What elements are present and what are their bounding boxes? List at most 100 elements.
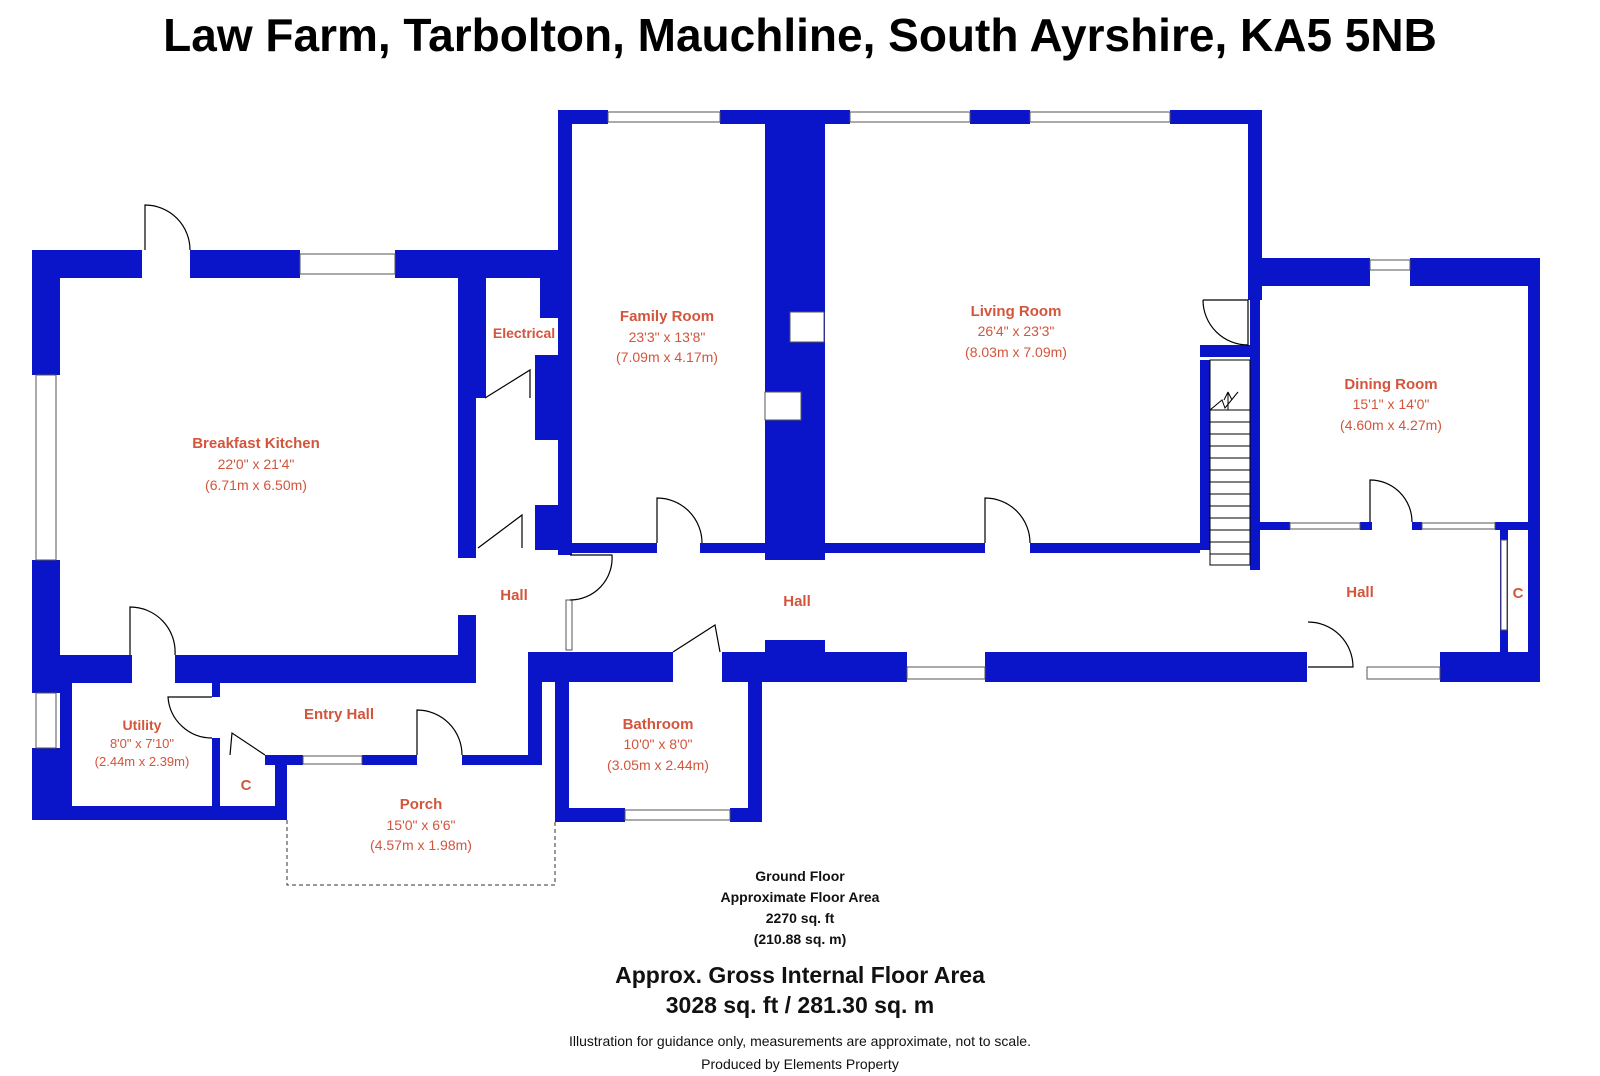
door (167, 696, 213, 739)
wall (175, 655, 475, 683)
wall (32, 250, 60, 375)
window (1500, 539, 1508, 631)
wall (765, 640, 825, 654)
wall (985, 652, 1307, 682)
wall (32, 655, 132, 683)
wall (1248, 110, 1262, 300)
staircase (1209, 359, 1251, 566)
windows (35, 111, 1508, 821)
room-name: Hall (1346, 584, 1374, 601)
room-name: Living Room (971, 303, 1062, 320)
gross-area-value: 3028 sq. ft / 281.30 sq. m (665, 992, 935, 1018)
room-name: C (1513, 585, 1524, 602)
window (1289, 522, 1361, 530)
footer: Illustration for guidance only, measurem… (400, 1030, 1200, 1076)
window (1029, 111, 1171, 123)
room-dimensions: 22'0" x 21'4" (218, 456, 295, 472)
producer-text: Produced by Elements Property (701, 1056, 899, 1072)
floor-area-info: Ground Floor Approximate Floor Area 2270… (650, 866, 950, 950)
wall (558, 110, 572, 555)
gross-area: Approx. Gross Internal Floor Area 3028 s… (400, 960, 1200, 1020)
wall (748, 680, 762, 822)
room-name: Family Room (620, 308, 714, 325)
doors (129, 204, 1413, 756)
wall (1412, 522, 1422, 530)
wall (528, 652, 673, 682)
window (302, 755, 363, 765)
wall (458, 615, 476, 683)
wall (825, 543, 985, 553)
wall (722, 652, 907, 682)
room-dimensions: 8'0" x 7'10" (110, 736, 174, 751)
room-dimensions: 15'1" x 14'0" (1353, 396, 1430, 412)
wall (1255, 522, 1290, 530)
wall (1200, 360, 1210, 550)
window (35, 692, 57, 749)
floor-area-label: Approximate Floor Area (720, 889, 880, 905)
floor-name: Ground Floor (755, 868, 845, 884)
wall (970, 110, 1030, 124)
door (477, 513, 523, 549)
wall (1495, 522, 1530, 530)
room-dimensions-metric: (2.44m x 2.39m) (95, 754, 190, 769)
wall (362, 755, 417, 765)
wall (572, 543, 657, 553)
wall (212, 683, 220, 697)
wall (730, 808, 762, 822)
room-name: Porch (400, 796, 443, 813)
stairs-arrow-icon (1223, 391, 1233, 410)
fireplace (764, 391, 802, 421)
fireplace (789, 311, 825, 343)
room-dimensions: 23'3" x 13'8" (629, 329, 706, 345)
wall (60, 680, 72, 806)
wall (700, 543, 770, 553)
wall (1200, 345, 1260, 357)
disclaimer-text: Illustration for guidance only, measurem… (569, 1033, 1031, 1049)
wall (476, 278, 486, 398)
wall (1440, 652, 1540, 682)
door (129, 606, 176, 656)
window (299, 253, 396, 275)
door (416, 709, 463, 756)
wall (212, 738, 220, 818)
room-name: Breakfast Kitchen (192, 435, 320, 452)
stairs-outline (1209, 359, 1251, 566)
window (1421, 522, 1496, 530)
room-name: Utility (123, 717, 162, 733)
wall (555, 808, 625, 822)
wall (1528, 258, 1540, 678)
room-dimensions: 26'4" x 23'3" (978, 323, 1055, 339)
room-dimensions-metric: (4.60m x 4.27m) (1340, 417, 1442, 433)
room-dimensions: 10'0" x 8'0" (624, 736, 693, 752)
room-name: Bathroom (623, 716, 694, 733)
wall (1410, 258, 1540, 286)
door (656, 497, 703, 544)
door (1369, 479, 1413, 523)
gross-area-label: Approx. Gross Internal Floor Area (615, 962, 985, 988)
door (144, 204, 191, 251)
room-dimensions-metric: (4.57m x 1.98m) (370, 837, 472, 853)
door (984, 497, 1031, 544)
room-name: Electrical (493, 325, 555, 341)
window (35, 374, 57, 561)
room-dimensions: 15'0" x 6'6" (387, 817, 456, 833)
wall (528, 652, 542, 762)
room-labels: Breakfast Kitchen 22'0" x 21'4" (6.71m x… (95, 303, 1524, 853)
porch-outline (286, 820, 556, 886)
wall (395, 250, 570, 278)
floor-area-sqm: (210.88 sq. m) (753, 931, 847, 947)
chimney-openings (764, 311, 825, 421)
window (624, 809, 731, 821)
room-name: C (241, 777, 252, 794)
wall (1170, 110, 1262, 124)
wall (190, 250, 300, 278)
room-name: Hall (500, 587, 528, 604)
room-dimensions-metric: (8.03m x 7.09m) (965, 344, 1067, 360)
wall (555, 680, 569, 822)
wall (32, 683, 60, 693)
wall (1360, 522, 1372, 530)
door (229, 731, 266, 756)
window (849, 111, 971, 123)
room-name: Dining Room (1344, 376, 1437, 393)
